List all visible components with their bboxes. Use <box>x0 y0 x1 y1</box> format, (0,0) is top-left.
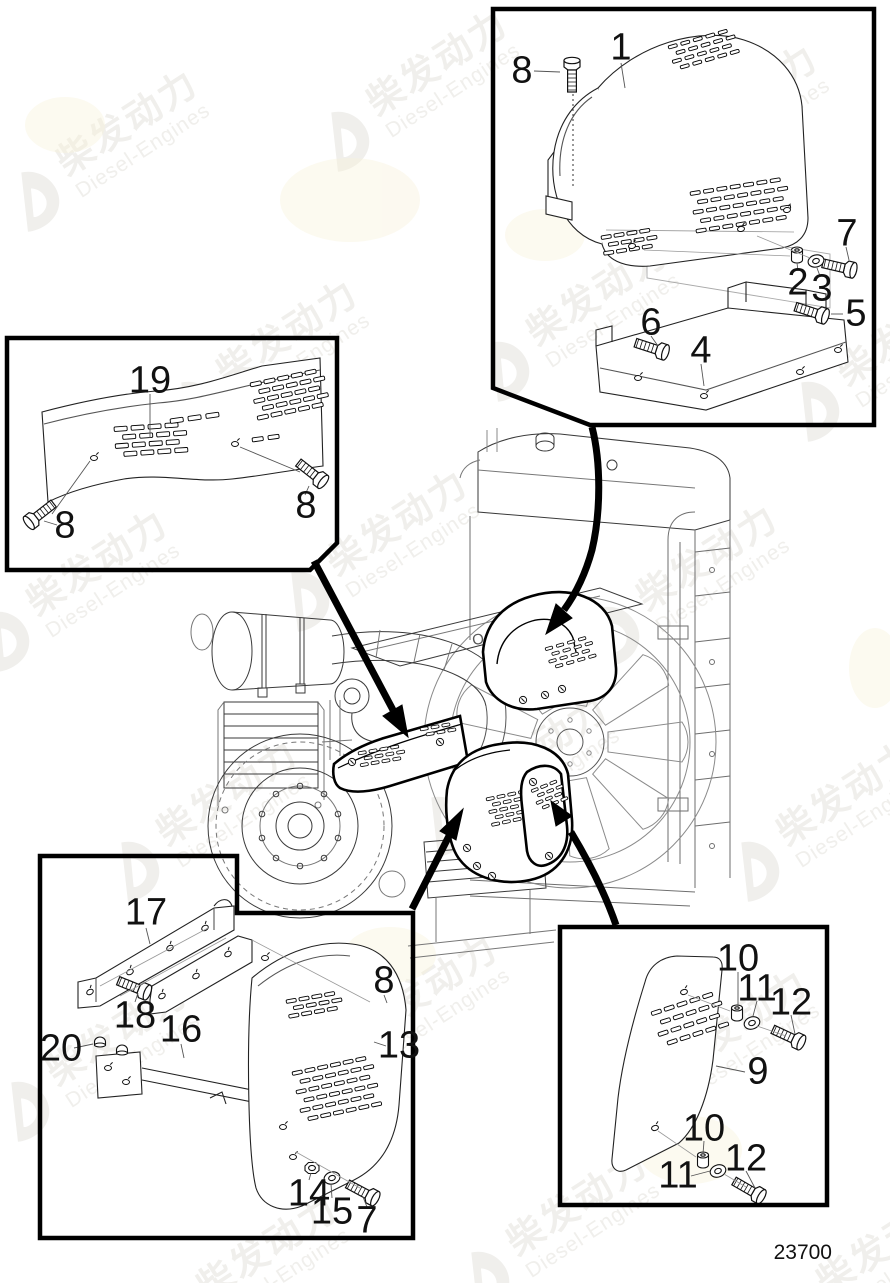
inset-lower-guard <box>73 899 407 1210</box>
leader-lines <box>43 394 310 526</box>
part-9-guard <box>611 955 730 1172</box>
inset-side-guard <box>20 357 332 532</box>
part-10-spacer <box>696 1151 710 1169</box>
guard-side-installed <box>331 714 470 793</box>
inset-box-small <box>557 924 830 1208</box>
part-20-capnut <box>93 1036 107 1048</box>
inset-upper-guard <box>533 29 859 411</box>
inset-small-guard <box>611 955 809 1206</box>
part-16-bracket <box>95 1051 303 1115</box>
radiator-top-tank <box>459 428 731 531</box>
inset-boxes <box>4 6 877 1241</box>
part-8-bolt <box>563 56 581 93</box>
engine-assembly-drawing: VOLVO <box>190 428 731 959</box>
arrow-side-guard <box>310 559 397 712</box>
arrow-head <box>439 807 464 841</box>
arrow-head <box>545 603 573 636</box>
part-12-bolt <box>729 1173 769 1206</box>
guard-small-installed <box>519 764 569 868</box>
guard-upper-installed <box>481 590 618 711</box>
leader-lines <box>657 972 796 1189</box>
part-20-capnut <box>115 1044 129 1056</box>
arrow-lower-guard <box>408 834 453 911</box>
pointer-arrows <box>310 426 620 927</box>
part-17-bracket-lower <box>149 935 253 1015</box>
watermark-logo-icon <box>471 1251 510 1283</box>
part-13-guard <box>247 942 407 1210</box>
installed-guards <box>331 590 618 884</box>
watermark-logo-icon <box>291 571 330 632</box>
drawing-number: 23700 <box>773 1241 832 1264</box>
watermark-logo-icon <box>331 111 370 172</box>
part-10-spacer <box>730 1004 744 1022</box>
leader-lines <box>73 927 388 1208</box>
part-4-bracket <box>595 281 849 411</box>
air-filter <box>190 611 345 698</box>
inset-box-lower <box>37 853 416 1241</box>
part-11-washer <box>741 1014 763 1032</box>
arrow-small-guard <box>567 830 620 927</box>
watermark-logo-icon <box>0 611 30 672</box>
turbocharger <box>334 678 377 743</box>
leader-lines <box>533 62 850 387</box>
part-2-spacer <box>790 246 804 264</box>
part-19-guard <box>41 357 329 503</box>
watermark-logo-icon <box>491 341 530 402</box>
watermark-logo-icon <box>21 171 60 232</box>
part-7-bolt <box>820 254 859 280</box>
part-12-bolt <box>768 1021 809 1052</box>
watermark-logo-icon <box>741 841 780 902</box>
heat-exchanger <box>217 700 353 814</box>
part-1-guard <box>545 29 809 267</box>
arrow-head <box>382 704 409 739</box>
arrow-upper-guard <box>561 426 603 613</box>
part-8-bolt <box>20 496 60 532</box>
inset-box-upper <box>490 6 877 428</box>
part-7-bolt <box>343 1176 383 1208</box>
inset-box-side <box>4 335 340 573</box>
arrow-head <box>550 799 573 827</box>
flywheel <box>207 733 393 919</box>
